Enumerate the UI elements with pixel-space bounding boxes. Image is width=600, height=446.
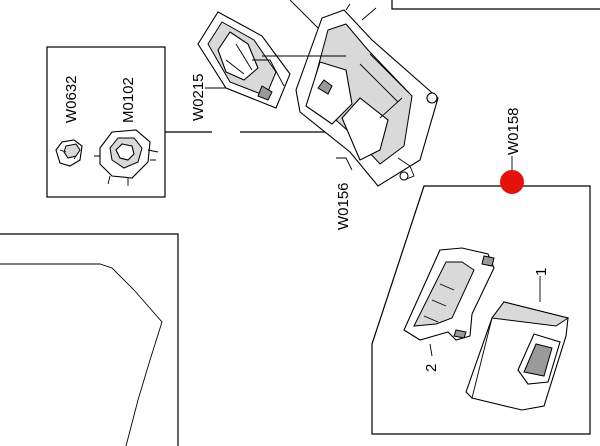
bracket-part xyxy=(94,129,159,186)
frame-bracket-part-2 xyxy=(403,247,495,341)
left-frame-inner xyxy=(0,263,163,446)
label-part-1: 1 xyxy=(533,268,550,276)
top-leader-line xyxy=(289,0,319,29)
w0158-red-marker[interactable] xyxy=(500,170,524,194)
handle-cover-part-1 xyxy=(465,301,570,411)
dispenser-drawer-part xyxy=(197,11,291,109)
w0156-leader xyxy=(336,157,353,171)
label-w0215: W0215 xyxy=(190,73,207,121)
left-frame xyxy=(0,233,179,446)
label-w0156: W0156 xyxy=(335,182,352,230)
label-part-2: 2 xyxy=(423,364,440,372)
small-parts-box xyxy=(46,46,166,198)
dispenser-housing-part xyxy=(295,3,439,187)
label-m0102: M0102 xyxy=(120,77,137,123)
label-w0158: W0158 xyxy=(505,107,522,155)
part-2-leader xyxy=(429,343,433,357)
knob-cap-part xyxy=(55,139,83,167)
top-right-frame xyxy=(391,0,600,10)
w0158-box xyxy=(371,185,591,435)
label-w0632: W0632 xyxy=(63,75,80,123)
